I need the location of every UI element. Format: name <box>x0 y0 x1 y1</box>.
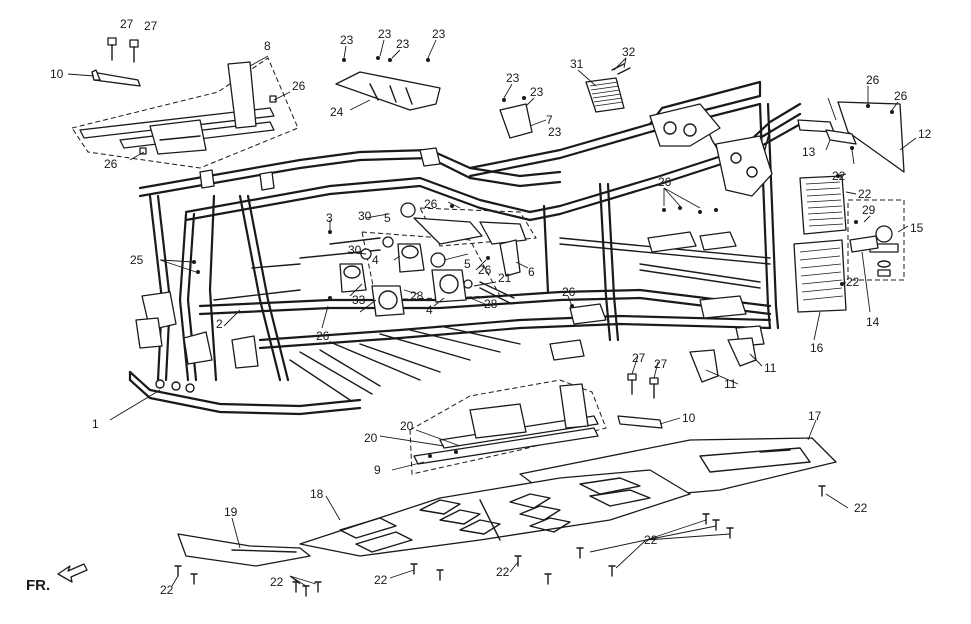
callout-14: 14 <box>866 315 880 329</box>
callout-26: 26 <box>562 285 576 299</box>
callout-16: 16 <box>810 341 824 355</box>
callout-22: 22 <box>846 275 860 289</box>
callout-27: 27 <box>632 351 646 365</box>
callout-10: 10 <box>682 411 696 425</box>
callout-26: 26 <box>104 157 118 171</box>
callout-4: 4 <box>426 303 433 317</box>
callout-26: 26 <box>894 89 908 103</box>
callout-17: 17 <box>808 409 822 423</box>
callout-27: 27 <box>144 19 158 33</box>
callout-11: 11 <box>724 377 737 391</box>
callout-12: 12 <box>918 127 932 141</box>
callout-26: 26 <box>866 73 880 87</box>
callout-23: 23 <box>340 33 354 47</box>
callout-6: 6 <box>528 265 535 279</box>
callout-23: 23 <box>506 71 520 85</box>
front-direction-indicator: FR. <box>26 563 88 594</box>
callout-24: 24 <box>330 105 344 119</box>
callout-26: 26 <box>424 197 438 211</box>
callout-25: 25 <box>130 253 144 267</box>
callout-19: 19 <box>224 505 238 519</box>
callout-22: 22 <box>160 583 174 597</box>
callout-23: 23 <box>432 27 446 41</box>
callout-22: 22 <box>854 501 868 515</box>
callout-3: 3 <box>326 211 333 225</box>
callout-26: 26 <box>658 175 672 189</box>
leader-lines <box>67 39 917 587</box>
callout-26: 26 <box>478 263 492 277</box>
callout-4: 4 <box>372 253 379 267</box>
callout-5: 5 <box>464 257 471 271</box>
callout-23: 23 <box>378 27 392 41</box>
callout-32: 32 <box>622 45 636 59</box>
skid-fasteners <box>174 485 826 597</box>
callout-22: 22 <box>858 187 872 201</box>
callout-13: 13 <box>802 145 816 159</box>
callout-9: 9 <box>374 463 381 477</box>
callout-2: 2 <box>216 317 223 331</box>
callout-28: 28 <box>484 297 498 311</box>
front-label: FR. <box>26 577 50 594</box>
callout-22: 22 <box>270 575 284 589</box>
callout-18: 18 <box>310 487 324 501</box>
callout-labels: 1 2 3 4 4 5 5 6 7 8 9 10 10 11 11 12 13 … <box>50 17 932 597</box>
skid-plates <box>177 437 837 567</box>
callout-22: 22 <box>832 169 846 183</box>
callout-10: 10 <box>50 67 64 81</box>
callout-31: 31 <box>570 57 584 71</box>
callout-15: 15 <box>910 221 924 235</box>
callout-7: 7 <box>546 113 553 127</box>
parts <box>79 37 905 465</box>
callout-23: 23 <box>548 125 562 139</box>
callout-27: 27 <box>120 17 134 31</box>
callout-22: 22 <box>644 533 658 547</box>
callout-5: 5 <box>384 211 391 225</box>
callout-20: 20 <box>364 431 378 445</box>
callout-11: 11 <box>764 361 777 375</box>
callout-23: 23 <box>530 85 544 99</box>
callout-8: 8 <box>264 39 271 53</box>
callout-30: 30 <box>358 209 372 223</box>
callout-21: 21 <box>498 271 512 285</box>
callout-23: 23 <box>396 37 410 51</box>
callout-33: 33 <box>352 293 366 307</box>
callout-26: 26 <box>316 329 330 343</box>
callout-27: 27 <box>654 357 668 371</box>
callout-28: 28 <box>410 289 424 303</box>
callout-20: 20 <box>400 419 414 433</box>
callout-1: 1 <box>92 417 99 431</box>
callout-29: 29 <box>862 203 876 217</box>
front-arrow-icon <box>57 563 88 583</box>
callout-26: 26 <box>292 79 306 93</box>
main-frame <box>128 80 806 416</box>
callout-30: 30 <box>348 243 362 257</box>
callout-22: 22 <box>496 565 510 579</box>
callout-22: 22 <box>374 573 388 587</box>
